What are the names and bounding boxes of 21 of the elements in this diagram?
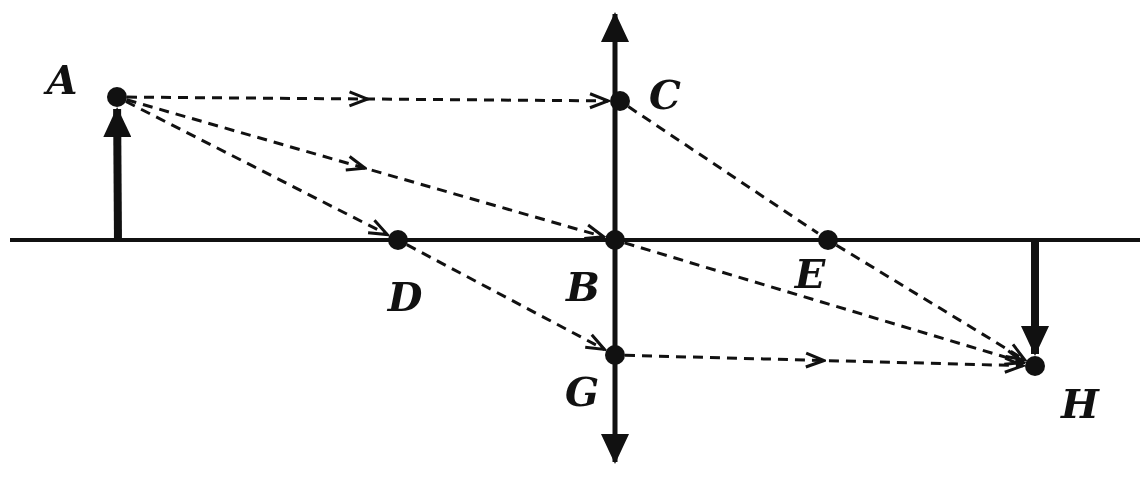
point-dot [818,230,838,250]
light-ray [406,243,606,351]
point-label: G [564,372,600,412]
light-ray [127,90,609,110]
point-label: E [794,254,826,294]
point-label: H [1061,384,1099,424]
light-ray [126,98,604,239]
light-ray [624,351,1024,374]
point-dot [605,230,625,250]
point-dot [605,345,625,365]
point-dot [388,230,408,250]
point-dot [107,87,127,107]
light-ray [627,105,819,235]
point-label: D [387,277,423,317]
point-dot [610,91,630,111]
point-dot [1025,356,1045,376]
point-label: B [566,267,600,307]
light-ray [835,243,1027,362]
point-label: C [649,75,681,115]
light-ray [125,100,389,237]
light-ray [624,241,1025,366]
